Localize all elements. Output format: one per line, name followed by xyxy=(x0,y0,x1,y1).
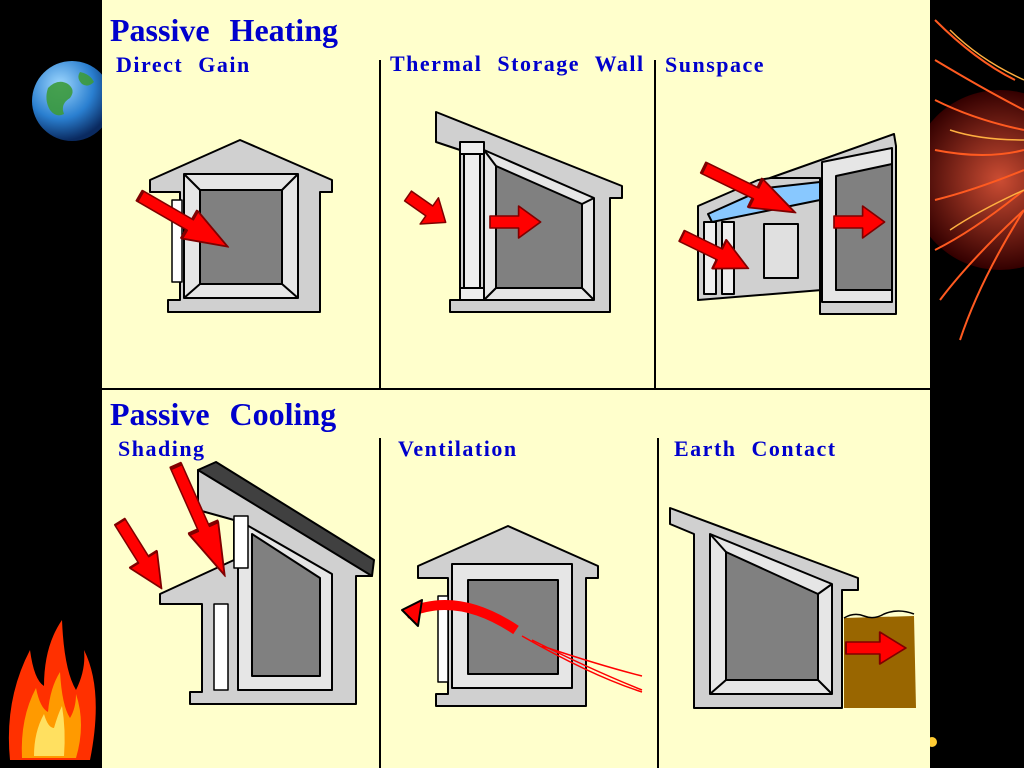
sunspace-label: Sunspace xyxy=(665,52,766,77)
sun-rays-icon xyxy=(910,19,1024,341)
cooling-title: Passive Cooling xyxy=(110,396,337,432)
ventilation-label: Ventilation xyxy=(398,436,518,461)
globe-icon xyxy=(32,61,112,141)
direct-gain-label: Direct Gain xyxy=(116,52,251,77)
heating-title: Passive Heating xyxy=(110,12,338,48)
earth-contact-label: Earth Contact xyxy=(674,436,837,461)
ventilation-diagram xyxy=(401,525,643,707)
thermal-storage-wall-label: Thermal Storage Wall xyxy=(390,51,645,76)
passive-design-illustrations xyxy=(102,60,930,768)
thermal-storage-wall-diagram xyxy=(397,111,623,313)
fire-icon xyxy=(8,620,96,760)
content-panel: Passive Heating Direct Gain Thermal Stor… xyxy=(102,0,930,768)
shading-diagram xyxy=(104,459,375,705)
shading-label: Shading xyxy=(118,436,206,461)
earth-contact-diagram xyxy=(669,507,916,709)
direct-gain-diagram xyxy=(130,139,333,313)
sunspace-diagram xyxy=(673,133,897,315)
